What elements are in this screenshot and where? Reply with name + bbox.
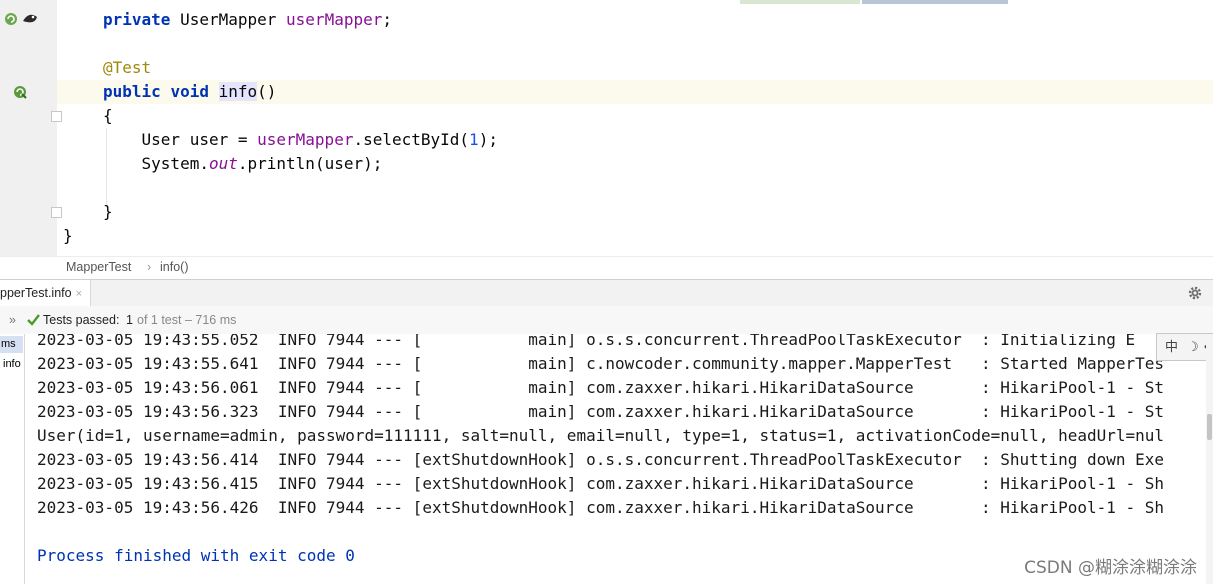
watermark: CSDN @糊涂涂糊涂涂 (1024, 558, 1197, 578)
code-token (161, 82, 171, 101)
breadcrumb: MapperTest › info() (0, 256, 1213, 279)
gear-icon[interactable] (1187, 285, 1203, 301)
breadcrumb-method[interactable]: info() (160, 260, 189, 274)
code-token: } (63, 226, 73, 245)
tree-row-selected[interactable]: ms (0, 336, 23, 353)
code-line[interactable]: @Test (103, 56, 151, 80)
process-exit-message: Process finished with exit code 0 (37, 546, 355, 565)
editor-tab-strip-active (862, 0, 1008, 4)
expand-chevrons[interactable]: » (9, 313, 16, 327)
code-token: userMapper (257, 130, 354, 149)
code-token: private (103, 10, 171, 29)
test-tree[interactable]: ms info (0, 334, 25, 584)
breadcrumb-separator: › (147, 260, 152, 274)
code-token: public (103, 82, 161, 101)
console-scrollbar[interactable] (1206, 334, 1213, 584)
console-line: 2023-03-05 19:43:55.641 INFO 7944 --- [ … (37, 354, 1165, 373)
console-line: 2023-03-05 19:43:56.323 INFO 7944 --- [ … (37, 402, 1165, 421)
code-line[interactable]: User user = userMapper.selectById(1); (103, 128, 498, 152)
code-token: ; (382, 10, 392, 29)
code-line[interactable]: public void info() (103, 80, 276, 104)
code-token: .selectById( (353, 130, 470, 149)
code-line[interactable]: System.out.println(user); (103, 152, 383, 176)
console-output[interactable]: 2023-03-05 19:43:55.052 INFO 7944 --- [ … (25, 334, 1213, 584)
code-token (209, 82, 219, 101)
code-line[interactable]: } (63, 224, 73, 248)
editor-gutter (0, 0, 57, 256)
fold-marker-open[interactable] (51, 111, 62, 122)
run-tab-label: pperTest.info (0, 286, 72, 300)
check-icon (27, 314, 40, 326)
code-token: () (257, 82, 277, 101)
code-token: System. (103, 154, 209, 173)
code-token: } (103, 202, 113, 221)
run-class-icon[interactable] (3, 11, 41, 29)
code-token: out (208, 154, 238, 173)
code-line[interactable]: } (103, 200, 113, 224)
code-token: User user = (103, 130, 258, 149)
fold-marker-close[interactable] (51, 207, 62, 218)
ime-toolbar[interactable]: 中 ☽ •, (1156, 333, 1213, 361)
console-line: 2023-03-05 19:43:56.061 INFO 7944 --- [ … (37, 378, 1165, 397)
tests-passed-count: 1 (126, 313, 133, 327)
console-line: 2023-03-05 19:43:56.426 INFO 7944 --- [e… (37, 498, 1165, 517)
code-token: void (170, 82, 209, 101)
console-line: 2023-03-05 19:43:56.414 INFO 7944 --- [e… (37, 450, 1165, 469)
console-line: 2023-03-05 19:43:56.415 INFO 7944 --- [e… (37, 474, 1165, 493)
tests-detail: of 1 test – 716 ms (137, 313, 237, 327)
close-icon[interactable]: × (75, 288, 83, 300)
code-token: userMapper (286, 10, 383, 29)
code-token: ); (478, 130, 498, 149)
code-editor[interactable]: private UserMapper userMapper; @Test pub… (0, 0, 1213, 256)
console-line: 2023-03-05 19:43:55.052 INFO 7944 --- [ … (37, 334, 1136, 349)
indent-guide (106, 128, 107, 208)
ime-lang-toggle[interactable]: 中 (1165, 339, 1179, 354)
code-line[interactable]: private UserMapper userMapper; (103, 8, 392, 32)
tests-passed-label: Tests passed: (43, 313, 120, 327)
moon-icon[interactable]: ☽ (1187, 339, 1199, 354)
breadcrumb-class[interactable]: MapperTest (66, 260, 132, 274)
tree-item-info[interactable]: info (3, 358, 21, 370)
code-line[interactable]: { (103, 104, 113, 128)
editor-tab-strip (740, 0, 860, 4)
test-status-bar: » Tests passed: 1 of 1 test – 716 ms (0, 306, 1213, 335)
run-config-tab[interactable]: pperTest.info× (0, 280, 92, 307)
run-test-icon[interactable] (12, 84, 30, 100)
code-token: UserMapper (170, 10, 287, 29)
run-tab-bar: pperTest.info× (0, 279, 1213, 308)
code-token: .println(user); (237, 154, 383, 173)
code-token: 1 (469, 130, 479, 149)
code-token: @Test (103, 58, 152, 77)
console-line: User(id=1, username=admin, password=1111… (37, 426, 1165, 445)
console-scrollbar-thumb[interactable] (1207, 414, 1212, 440)
code-token: info (218, 82, 258, 101)
tree-duration: ms (1, 338, 16, 350)
code-token: { (103, 106, 113, 125)
